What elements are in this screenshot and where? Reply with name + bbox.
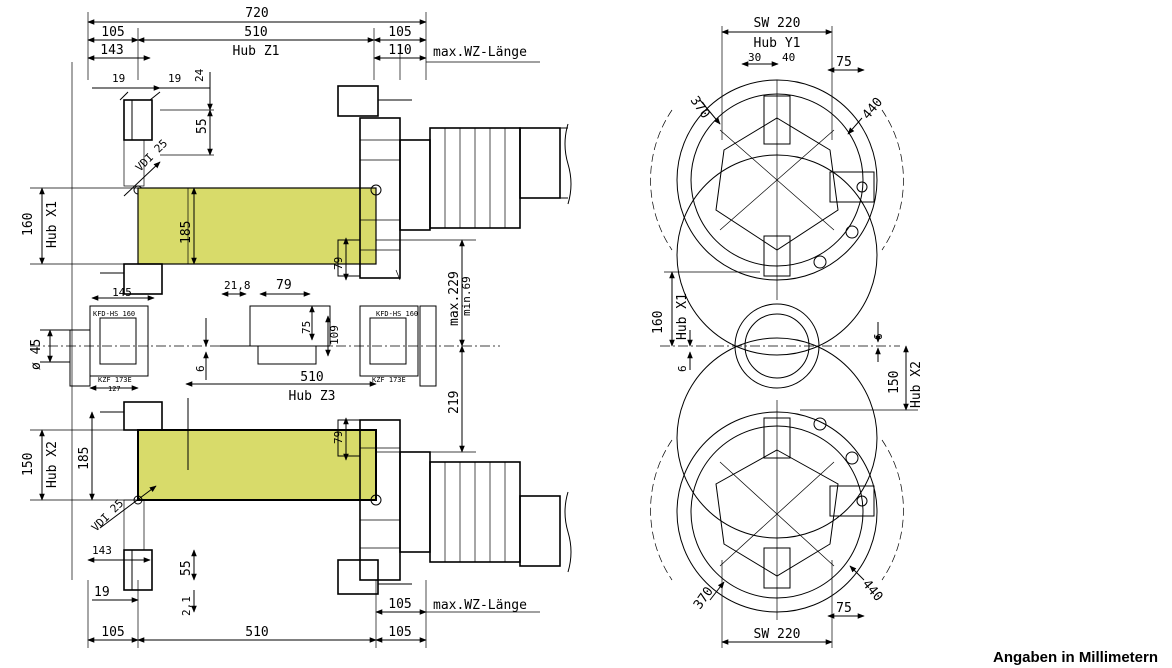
dim-sw-220-top: SW 220 — [754, 16, 801, 31]
lower-turret-end-view: 370 440 — [650, 337, 904, 620]
label-kzf-173e-right: KZF 173E — [372, 376, 406, 384]
dim-150-right: 150 — [887, 371, 902, 394]
label-hub-z1: Hub Z1 — [233, 44, 280, 59]
upper-x1-dimension: 160 Hub X1 — [21, 187, 138, 265]
label-kfd-hs-160-right: KFD-HS 160 — [376, 310, 418, 318]
dim-110: 110 — [388, 43, 411, 58]
dim-79-lower: 79 — [332, 431, 345, 444]
right-view: SW 220 Hub Y1 30 40 75 370 440 — [650, 16, 924, 648]
dim-105-lower-right: 105 — [388, 597, 411, 612]
dim-19-a: 19 — [112, 72, 125, 85]
dim-105-left: 105 — [101, 25, 124, 40]
label-hub-y1: Hub Y1 — [754, 36, 801, 51]
dim-510-top: 510 — [244, 25, 267, 40]
top-dimensions: 720 105 510 105 143 Hub Z1 110 max.WZ-Lä… — [71, 6, 540, 580]
dim-24: 24 — [193, 68, 206, 82]
dim-40: 40 — [782, 51, 795, 64]
label-vdi-25-top: VDI 25 — [133, 137, 170, 174]
dim-160-x1: 160 — [21, 213, 36, 236]
dim-370-top: 370 — [687, 94, 713, 122]
lower-stroke-area — [137, 429, 377, 501]
label-max-wz-laenge-top: max.WZ-Länge — [433, 45, 527, 60]
dim-2-1: 2,1 — [180, 596, 193, 616]
dim-440-bottom: 440 — [859, 577, 886, 605]
lower-tool-holder: VDI 25 143 55 19 2,1 — [87, 485, 197, 616]
dim-510-bottom: 510 — [245, 625, 268, 640]
lower-x2-dimension: 150 Hub X2 185 — [21, 411, 138, 501]
units-note: Angaben in Millimetern — [992, 649, 1158, 666]
dim-19-b: 19 — [168, 72, 181, 85]
label-hub-x2: Hub X2 — [45, 441, 60, 488]
label-max-wz-laenge-bottom: max.WZ-Länge — [433, 598, 527, 613]
dim-109: 109 — [328, 325, 341, 345]
dim-min-69: min.69 — [460, 276, 473, 316]
dim-105-bottom-left: 105 — [101, 625, 124, 640]
dim-19-bottom: 19 — [94, 585, 110, 600]
dim-55-top: 55 — [195, 118, 210, 134]
dim-127: 127 — [108, 385, 121, 393]
dim-79-upper: 79 — [332, 257, 345, 270]
dim-sw-220-bottom: SW 220 — [754, 627, 801, 642]
dim-510-middle: 510 — [300, 370, 323, 385]
label-kzf-173e-left: KZF 173E — [98, 376, 132, 384]
dim-6-right-a: 6 — [676, 365, 689, 372]
dim-21-8: 21,8 — [224, 279, 251, 292]
dim-143-bottom: 143 — [92, 544, 112, 557]
dim-30: 30 — [748, 51, 761, 64]
lower-turret: 79 — [332, 417, 572, 595]
label-hub-x1-right: Hub X1 — [675, 293, 690, 340]
dim-d45: ø 45 — [29, 339, 44, 370]
upper-stroke-area — [137, 187, 377, 265]
dim-185-upper: 185 — [179, 221, 194, 244]
dim-75-bottom: 75 — [836, 601, 852, 616]
dim-143: 143 — [100, 43, 123, 58]
dim-6-right-b: 6 — [872, 333, 885, 340]
dim-185-lower: 185 — [77, 447, 92, 470]
dim-max-229: max.229 — [447, 271, 462, 326]
left-view: 720 105 510 105 143 Hub Z1 110 max.WZ-Lä… — [21, 6, 572, 648]
dim-75: 75 — [300, 321, 313, 334]
dim-160-right: 160 — [651, 311, 666, 334]
middle-spindle-end-view: 160 Hub X1 6 6 150 Hub X2 — [651, 271, 924, 411]
dim-105-right: 105 — [388, 25, 411, 40]
dim-150-x2: 150 — [21, 453, 36, 476]
dim-105-bottom-right: 105 — [388, 625, 411, 640]
upper-tool-holder: 19 19 24 55 VDI 25 — [92, 68, 214, 197]
label-hub-z3: Hub Z3 — [289, 389, 336, 404]
bottom-dimensions: 105 510 105 — [87, 580, 427, 648]
dim-75-top: 75 — [836, 55, 852, 70]
middle-spindle: KFD-HS 160 KFD-HS 160 ø 45 KZF 173E KZF … — [29, 278, 500, 404]
dim-6-middle: 6 — [194, 365, 207, 372]
dim-440-top: 440 — [860, 95, 887, 123]
dim-55-bottom: 55 — [179, 560, 194, 576]
label-hub-x1: Hub X1 — [45, 201, 60, 248]
dim-79-middle: 79 — [276, 278, 292, 293]
dim-720: 720 — [245, 6, 268, 21]
label-hub-x2-right: Hub X2 — [909, 361, 924, 408]
label-kfd-hs-160-left: KFD-HS 160 — [93, 310, 135, 318]
dim-219: 219 — [447, 391, 462, 414]
label-vdi-25-bottom: VDI 25 — [89, 497, 126, 534]
dim-145: 145 — [112, 286, 132, 299]
upper-turret: 79 — [332, 85, 572, 281]
